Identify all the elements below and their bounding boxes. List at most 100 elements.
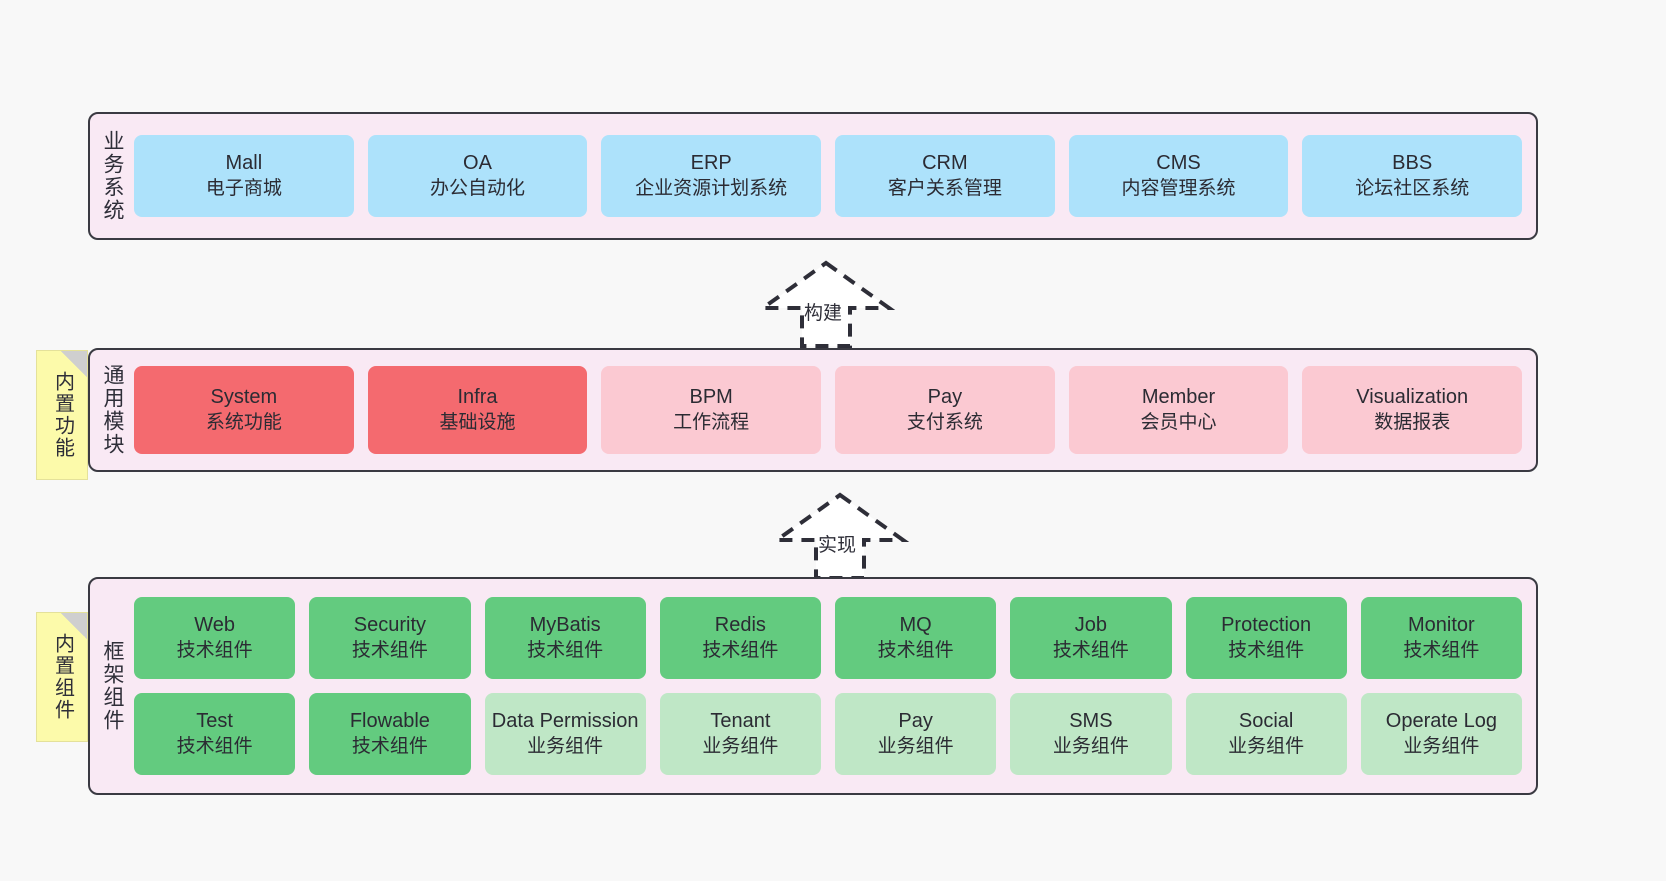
node-subtitle: 论坛社区系统: [1355, 177, 1470, 199]
node-title: BPM: [689, 386, 733, 409]
node-pay[interactable]: Pay 支付系统: [835, 366, 1055, 454]
node-title: Pay: [898, 710, 933, 733]
sticky-note-builtin-components: 内置组件: [36, 612, 88, 742]
band-framework-components: 框架组件 Web 技术组件 Security 技术组件 MyBatis 技术组件…: [88, 577, 1538, 795]
node-title: OA: [463, 152, 492, 175]
node-title: Test: [196, 710, 233, 733]
node-subtitle: 办公自动化: [430, 177, 526, 199]
node-test[interactable]: Test 技术组件: [134, 693, 296, 775]
node-subtitle: 内容管理系统: [1121, 177, 1236, 199]
node-protection[interactable]: Protection 技术组件: [1185, 597, 1347, 679]
node-oa[interactable]: OA 办公自动化: [367, 135, 588, 217]
node-subtitle: 业务组件: [1403, 735, 1480, 757]
node-security[interactable]: Security 技术组件: [309, 597, 471, 679]
node-infra[interactable]: Infra 基础设施: [367, 366, 588, 454]
node-subtitle: 业务组件: [1228, 735, 1305, 757]
node-title: System: [210, 386, 278, 409]
node-subtitle: 技术组件: [1403, 639, 1480, 661]
node-monitor[interactable]: Monitor 技术组件: [1360, 597, 1522, 679]
node-subtitle: 业务组件: [527, 735, 604, 757]
sticky-note-builtin-features: 内置功能: [36, 350, 88, 480]
node-subtitle: 业务组件: [1052, 735, 1129, 757]
node-title: Visualization: [1356, 386, 1469, 409]
node-title: MQ: [899, 614, 932, 637]
node-redis[interactable]: Redis 技术组件: [659, 597, 821, 679]
node-subtitle: 基础设施: [439, 411, 516, 433]
node-title: Job: [1074, 614, 1107, 637]
connector-build-label: 构建: [804, 303, 843, 324]
sticky-note-label: 内置功能: [51, 371, 74, 459]
connector-build: 构建: [756, 258, 896, 350]
node-title: Pay: [927, 386, 963, 409]
node-title: Protection: [1221, 614, 1312, 637]
node-subtitle: 技术组件: [527, 639, 604, 661]
node-operate-log[interactable]: Operate Log 业务组件: [1360, 693, 1522, 775]
node-subtitle: 工作流程: [673, 411, 750, 433]
node-subtitle: 企业资源计划系统: [635, 177, 788, 199]
node-subtitle: 支付系统: [906, 411, 983, 433]
connector-implement: 实现: [770, 490, 910, 582]
node-subtitle: 数据报表: [1374, 411, 1451, 433]
node-subtitle: 技术组件: [877, 639, 954, 661]
node-title: Infra: [457, 386, 498, 409]
node-erp[interactable]: ERP 企业资源计划系统: [601, 135, 822, 217]
node-title: Social: [1238, 710, 1294, 733]
band-business-systems: 业务系统 Mall 电子商城 OA 办公自动化 ERP 企业资源计划系统 CRM…: [88, 112, 1538, 240]
node-member[interactable]: Member 会员中心: [1068, 366, 1289, 454]
node-subtitle: 业务组件: [702, 735, 779, 757]
node-mybatis[interactable]: MyBatis 技术组件: [484, 597, 646, 679]
framework-row-business: Test 技术组件 Flowable 技术组件 Data Permission …: [134, 693, 1522, 775]
band-body-common-modules: System 系统功能 Infra 基础设施 BPM 工作流程 Pay 支付系统…: [134, 350, 1536, 470]
node-flowable[interactable]: Flowable 技术组件: [309, 693, 471, 775]
node-subtitle: 技术组件: [176, 735, 253, 757]
node-mq[interactable]: MQ 技术组件: [835, 597, 997, 679]
band-common-modules: 通用模块 System 系统功能 Infra 基础设施 BPM 工作流程 Pay…: [88, 348, 1538, 472]
node-bbs[interactable]: BBS 论坛社区系统: [1302, 135, 1523, 217]
band-label-business-systems: 业务系统: [101, 130, 125, 222]
node-job[interactable]: Job 技术组件: [1010, 597, 1172, 679]
node-title: Redis: [714, 614, 766, 637]
node-data-permission[interactable]: Data Permission 业务组件: [484, 693, 646, 775]
node-subtitle: 业务组件: [877, 735, 954, 757]
node-title: MyBatis: [529, 614, 601, 637]
node-subtitle: 电子商城: [205, 177, 282, 199]
node-cms[interactable]: CMS 内容管理系统: [1068, 135, 1289, 217]
node-subtitle: 客户关系管理: [887, 177, 1002, 199]
node-title: CMS: [1156, 152, 1201, 175]
node-bpm[interactable]: BPM 工作流程: [601, 366, 822, 454]
band-label-common-modules: 通用模块: [101, 364, 125, 456]
node-title: CRM: [922, 152, 968, 175]
node-title: Operate Log: [1385, 710, 1497, 733]
node-title: ERP: [690, 152, 732, 175]
node-pay-component[interactable]: Pay 业务组件: [835, 693, 997, 775]
node-subtitle: 技术组件: [351, 735, 428, 757]
node-system[interactable]: System 系统功能: [134, 366, 354, 454]
framework-row-technical: Web 技术组件 Security 技术组件 MyBatis 技术组件 Redi…: [134, 597, 1522, 679]
node-title: Flowable: [349, 710, 430, 733]
node-title: Web: [194, 614, 235, 637]
band-label-framework-components: 框架组件: [101, 640, 125, 732]
node-sms[interactable]: SMS 业务组件: [1010, 693, 1172, 775]
node-social[interactable]: Social 业务组件: [1185, 693, 1347, 775]
sticky-note-label: 内置组件: [51, 633, 74, 721]
node-subtitle: 会员中心: [1140, 411, 1217, 433]
band-body-business-systems: Mall 电子商城 OA 办公自动化 ERP 企业资源计划系统 CRM 客户关系…: [134, 114, 1536, 238]
node-crm[interactable]: CRM 客户关系管理: [835, 135, 1055, 217]
connector-implement-label: 实现: [818, 535, 857, 556]
node-title: Tenant: [710, 710, 771, 733]
node-subtitle: 技术组件: [351, 639, 428, 661]
node-title: Monitor: [1408, 614, 1475, 637]
node-title: BBS: [1392, 152, 1433, 175]
node-subtitle: 技术组件: [176, 639, 253, 661]
band-body-framework-components: Web 技术组件 Security 技术组件 MyBatis 技术组件 Redi…: [134, 579, 1536, 793]
node-web[interactable]: Web 技术组件: [134, 597, 296, 679]
node-title: Data Permission: [491, 710, 639, 733]
node-subtitle: 技术组件: [702, 639, 779, 661]
node-subtitle: 技术组件: [1052, 639, 1129, 661]
node-title: Mall: [225, 152, 263, 175]
node-mall[interactable]: Mall 电子商城: [134, 135, 354, 217]
node-visualization[interactable]: Visualization 数据报表: [1302, 366, 1523, 454]
node-tenant[interactable]: Tenant 业务组件: [659, 693, 821, 775]
node-title: Member: [1141, 386, 1216, 409]
